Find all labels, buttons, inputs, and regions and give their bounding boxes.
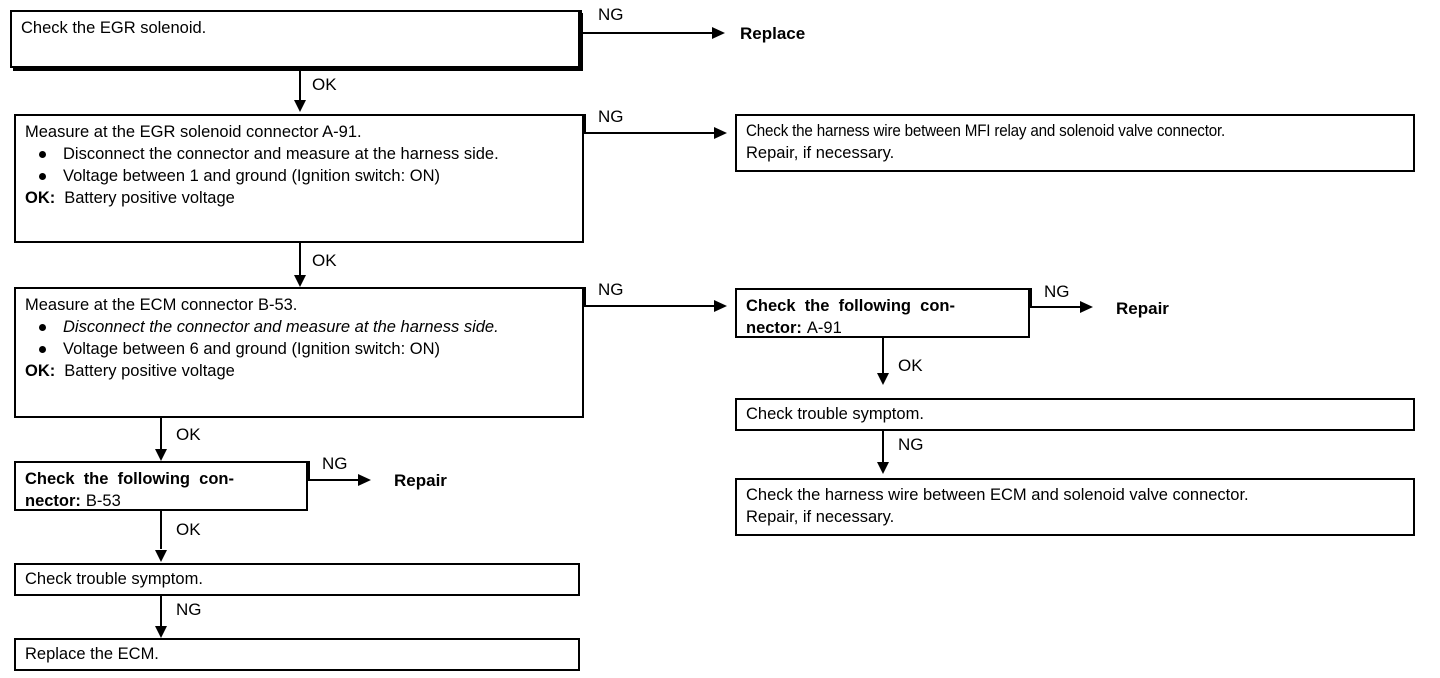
bullet-dot-icon bbox=[39, 173, 46, 180]
edge-egr-ng-stub bbox=[580, 10, 582, 34]
edge-symptom-left-ng-arrowhead bbox=[155, 626, 167, 638]
edge-label-ng-measure-a91: NG bbox=[598, 107, 624, 126]
terminal-replace-top: Replace bbox=[740, 24, 806, 43]
edge-label-ng-conn-b53: NG bbox=[322, 454, 348, 473]
edge-label-ng-symptom-right: NG bbox=[898, 435, 924, 454]
edge-egr-ok-line bbox=[299, 68, 301, 106]
node-check-harness-ecm-line1: Check the harness wire between ECM and s… bbox=[746, 486, 1249, 504]
edge-conn-a91-ng-stub bbox=[1030, 288, 1032, 308]
edge-label-ng-conn-a91: NG bbox=[1044, 282, 1070, 301]
edge-egr-ok-arrowhead bbox=[294, 100, 306, 112]
node-measure-ecm-heading: Measure at the ECM connector B-53. bbox=[25, 296, 298, 314]
node-measure-egr-bullet-1-text: Disconnect the connector and measure at … bbox=[63, 145, 499, 163]
node-check-trouble-symptom-left-text: Check trouble symptom. bbox=[25, 570, 203, 588]
edge-label-ok-egr: OK bbox=[312, 75, 337, 94]
edge-label-ok-measure-a91: OK bbox=[312, 251, 337, 270]
edge-symptom-right-ng-arrowhead bbox=[877, 462, 889, 474]
edge-label-ok-measure-b53: OK bbox=[176, 425, 201, 444]
node-measure-ecm-ok-label: OK: bbox=[25, 362, 56, 380]
node-replace-ecm: Replace the ECM. bbox=[14, 638, 580, 671]
edge-measure-b53-ng-line bbox=[584, 305, 714, 307]
node-measure-ecm-ok-row: OK: Battery positive voltage bbox=[25, 360, 576, 382]
edge-label-ng-egr: NG bbox=[598, 5, 624, 24]
edge-label-ok-conn-a91: OK bbox=[898, 356, 923, 375]
edge-measure-b53-ng-stub bbox=[584, 287, 586, 307]
node-check-connector-a91-text: Check the following con-nector:A-91 bbox=[746, 295, 1022, 339]
node-measure-egr-bullet-2: Voltage between 1 and ground (Ignition s… bbox=[25, 165, 576, 187]
node-measure-ecm-bullet-2: Voltage between 6 and ground (Ignition s… bbox=[25, 338, 576, 360]
edge-conn-b53-ok-arrowhead bbox=[155, 550, 167, 562]
edge-symptom-left-ng-line bbox=[160, 596, 162, 630]
node-check-harness-ecm-line2: Repair, if necessary. bbox=[746, 508, 895, 526]
node-measure-egr-connector: Measure at the EGR solenoid connector A-… bbox=[14, 114, 584, 243]
terminal-repair-left: Repair bbox=[394, 471, 447, 490]
edge-label-ng-symptom-left: NG bbox=[176, 600, 202, 619]
node-check-egr-solenoid: Check the EGR solenoid. bbox=[10, 10, 580, 68]
edge-conn-a91-ok-line bbox=[882, 338, 884, 374]
edge-measure-b53-ng-arrowhead bbox=[714, 300, 727, 312]
terminal-repair-right: Repair bbox=[1116, 299, 1169, 318]
edge-symptom-right-ng-line bbox=[882, 431, 884, 465]
node-measure-egr-ok-row: OK: Battery positive voltage bbox=[25, 187, 576, 209]
node-check-harness-ecm: Check the harness wire between ECM and s… bbox=[735, 478, 1415, 536]
edge-measure-b53-ok-line bbox=[160, 418, 162, 458]
edge-label-ok-conn-b53: OK bbox=[176, 520, 201, 539]
edge-measure-a91-ok-line bbox=[299, 243, 301, 283]
bullet-dot-icon bbox=[39, 324, 46, 331]
node-measure-ecm-connector: Measure at the ECM connector B-53. Disco… bbox=[14, 287, 584, 418]
edge-measure-a91-ng-line bbox=[584, 132, 714, 134]
bullet-dot-icon bbox=[39, 151, 46, 158]
node-check-egr-solenoid-text: Check the EGR solenoid. bbox=[21, 19, 207, 37]
edge-conn-a91-ng-arrowhead bbox=[1080, 301, 1093, 313]
node-check-connector-a91-value: A-91 bbox=[806, 319, 842, 337]
bullet-dot-icon bbox=[39, 346, 46, 353]
edge-conn-b53-ng-line bbox=[308, 479, 358, 481]
node-check-harness-mfi: Check the harness wire between MFI relay… bbox=[735, 114, 1415, 172]
node-replace-ecm-text: Replace the ECM. bbox=[25, 645, 159, 663]
edge-label-ng-measure-b53: NG bbox=[598, 280, 624, 299]
node-measure-egr-ok-value: Battery positive voltage bbox=[64, 189, 235, 207]
edge-conn-b53-ng-stub bbox=[308, 461, 310, 481]
edge-conn-a91-ok-arrowhead bbox=[877, 373, 889, 385]
node-check-connector-b53-text: Check the following con-nector:B-53 bbox=[25, 468, 300, 512]
node-measure-ecm-bullet-2-text: Voltage between 6 and ground (Ignition s… bbox=[63, 340, 440, 358]
node-measure-egr-bullet-2-text: Voltage between 1 and ground (Ignition s… bbox=[63, 167, 440, 185]
node-measure-egr-ok-label: OK: bbox=[25, 189, 56, 207]
edge-measure-a91-ng-stub bbox=[584, 114, 586, 134]
node-check-connector-b53-heading: Check the following con-nector: bbox=[25, 470, 235, 510]
node-check-connector-b53: Check the following con-nector:B-53 bbox=[14, 461, 308, 511]
edge-conn-a91-ng-line bbox=[1030, 306, 1080, 308]
node-measure-ecm-bullet-1-text: Disconnect the connector and measure at … bbox=[63, 318, 499, 336]
node-check-connector-a91-heading: Check the following con-nector: bbox=[746, 297, 956, 337]
node-check-connector-a91: Check the following con-nector:A-91 bbox=[735, 288, 1030, 338]
node-measure-egr-heading: Measure at the EGR solenoid connector A-… bbox=[25, 123, 362, 141]
node-measure-ecm-bullet-1: Disconnect the connector and measure at … bbox=[25, 316, 576, 338]
node-check-trouble-symptom-left: Check trouble symptom. bbox=[14, 563, 580, 596]
edge-measure-a91-ng-arrowhead bbox=[714, 127, 727, 139]
edge-conn-b53-ng-arrowhead bbox=[358, 474, 371, 486]
node-measure-egr-bullet-1: Disconnect the connector and measure at … bbox=[25, 143, 576, 165]
node-check-harness-mfi-line2: Repair, if necessary. bbox=[746, 144, 895, 162]
edge-egr-ng-line bbox=[580, 32, 712, 34]
node-measure-ecm-ok-value: Battery positive voltage bbox=[64, 362, 235, 380]
edge-measure-a91-ok-arrowhead bbox=[294, 275, 306, 287]
edge-measure-b53-ok-arrowhead bbox=[155, 449, 167, 461]
edge-egr-ng-arrowhead bbox=[712, 27, 725, 39]
edge-conn-b53-ok-line bbox=[160, 511, 162, 549]
node-check-harness-mfi-line1: Check the harness wire between MFI relay… bbox=[746, 122, 1226, 140]
node-check-trouble-symptom-right-text: Check trouble symptom. bbox=[746, 405, 924, 423]
node-check-trouble-symptom-right: Check trouble symptom. bbox=[735, 398, 1415, 431]
node-check-connector-b53-value: B-53 bbox=[85, 492, 121, 510]
